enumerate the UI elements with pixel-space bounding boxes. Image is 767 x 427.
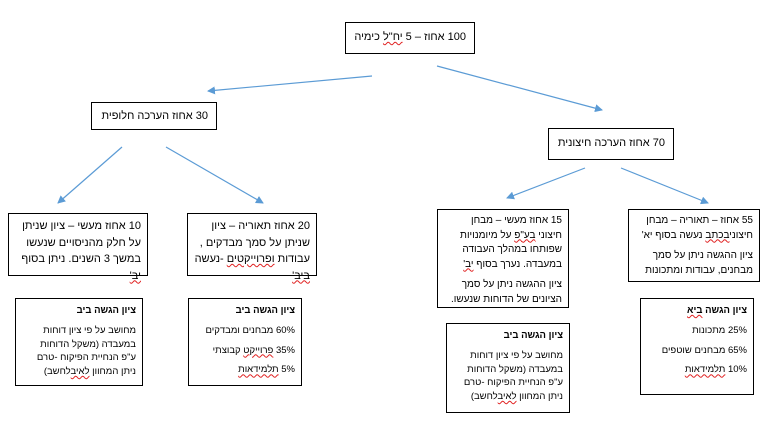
theory-external-line2a: חיצוני [729, 229, 753, 241]
grade-box-practical-external: ציון הגשה ביב מחושב על פי ציון דוחות במע… [446, 323, 570, 413]
theory-school-line4: ביב' [292, 269, 310, 282]
practical-external-line2c: על מיומנויות [460, 229, 515, 241]
arrow-right-to-practical [506, 167, 586, 200]
practical-external-line2a: חיצוני [535, 229, 562, 241]
practical-external-line3: שפותחו במהלך העבודה [462, 244, 562, 255]
root-text-post: כימיה [354, 31, 383, 43]
grade-box-1-line4b: לאיב [70, 366, 90, 378]
grade-box-4-line3a: 10% [725, 364, 747, 376]
theory-external-node: 55 אחוז – תאוריה – מבחן חיצוניבכתב נעשה … [628, 209, 760, 282]
practical-external-node: 15 אחוז מעשי – מבחן חיצוני בע"פ על מיומנ… [437, 209, 569, 308]
external-assessment-title: 70 אחוז הערכה חיצונית [557, 137, 665, 149]
theory-school-line3a: עבודות [274, 253, 310, 265]
grade-box-1-line2: במעבדה (משקל הדוחות [40, 338, 136, 350]
theory-school-node: 20 אחוז תאוריה – ציון שניתן על סמך מבדקי… [187, 213, 317, 282]
grade-box-4-line2: 65% מבחנים שוטפים [661, 344, 747, 356]
grade-box-2-title: ציון הגשה ביב [235, 305, 295, 316]
arrow-root-to-left [207, 75, 373, 95]
grade-box-1-line4c: לחשב) [43, 366, 71, 378]
grade-box-4-title-ul: ביא [687, 305, 703, 316]
grade-box-1-line4a: ניתן המחוון [89, 366, 136, 378]
grade-box-2-line1: 60% מבחנים ומבדקים [205, 324, 295, 336]
practical-school-line2: על חלק מהניסויים שנעשו [26, 236, 141, 249]
theory-school-line3c: -נעשה [194, 253, 227, 265]
grade-box-1-line1: מחושב על פי ציון דוחות [43, 324, 136, 336]
root-text-pre: 100 אחוז – 5 [402, 31, 466, 43]
grade-box-3-line3: ע"פ הנחיית הפיקוח -טרם [463, 377, 563, 389]
theory-school-line1: 20 אחוז תאוריה – ציון [211, 220, 310, 232]
alternative-assessment-node: 30 אחוז הערכה חלופית [91, 102, 217, 130]
grade-box-theory-school: ציון הגשה ביב 60% מבחנים ומבדקים 35% פרו… [188, 298, 302, 386]
root-text-units: יח"ל [382, 31, 403, 43]
grade-box-2-line3a: 5% [278, 364, 295, 376]
grade-box-1-line3: ע"פ הנחיית הפיקוח -טרם [36, 352, 136, 364]
practical-external-line5: ציון ההגשה ניתן על סמך [461, 279, 562, 290]
grade-box-practical-school: ציון הגשה ביב מחושב על פי ציון דוחות במע… [15, 298, 143, 386]
practical-external-line4b: יב' [463, 258, 474, 270]
practical-external-line4a: במעבדה. נערך בסוף [473, 258, 562, 270]
arrow-left-to-theory [165, 146, 264, 204]
practical-external-line1: 15 אחוז מעשי – מבחן [470, 215, 562, 226]
theory-external-line2c: נעשה בסוף יא' [641, 229, 706, 241]
grade-box-1-title: ציון הגשה ביב [76, 305, 136, 316]
grade-box-4-line3b: תלמידאות [684, 364, 726, 376]
grade-box-2-line2c: קבוצתי [212, 344, 244, 356]
grade-box-3-line4b: לאיב [497, 391, 517, 403]
grade-box-2-line2b: פרוייקט [243, 344, 274, 356]
practical-external-line2b: בע"פ [514, 229, 536, 241]
grade-box-3-line1: מחושב על פי ציון דוחות [470, 349, 563, 361]
grade-box-2-line2a: 35% [273, 344, 295, 356]
root-node: 100 אחוז – 5 יח"ל כימיה [345, 22, 475, 54]
arrow-root-to-right [436, 65, 603, 113]
grade-box-3-line4c: לחשב) [470, 391, 498, 403]
theory-school-line2: שניתן על סמך מבדקים , [199, 236, 310, 249]
grade-box-2-line3b: תלמידאות [238, 364, 279, 376]
grade-box-3-title: ציון הגשה ביב [503, 330, 563, 341]
arrow-left-to-practical [57, 146, 123, 204]
theory-external-line4: מבחנים, עבודות ומתכונות [645, 264, 753, 276]
grade-box-theory-external: ציון הגשה ביא 25% מתכונות 65% מבחנים שוט… [640, 298, 754, 395]
practical-school-line3: במשך 3 השנים. ניתן בסוף [21, 253, 141, 265]
practical-external-line6: הציונים של הדוחות שנעשו. [450, 293, 562, 305]
grade-box-3-line4a: ניתן המחוון [516, 391, 563, 403]
theory-external-line3: ציון ההגשה ניתן על סמך [652, 250, 753, 261]
theory-school-line3b: ופרוייקטים [226, 253, 275, 265]
grade-box-4-title-pre: ציון הגשה [702, 305, 747, 316]
practical-school-node: 10 אחוז מעשי – ציון שניתן על חלק מהניסוי… [8, 213, 148, 282]
grade-box-4-line1: 25% מתכונות [692, 324, 747, 336]
practical-school-line4: יב' [129, 269, 141, 282]
external-assessment-node: 70 אחוז הערכה חיצונית [548, 128, 674, 160]
theory-external-line2b: בכתב [705, 229, 730, 241]
arrow-right-to-theory [620, 167, 709, 205]
alternative-assessment-title: 30 אחוז הערכה חלופית [101, 110, 208, 122]
grade-box-3-line2: במעבדה (משקל הדוחות [467, 363, 563, 375]
theory-external-line1: 55 אחוז – תאוריה – מבחן [646, 215, 753, 226]
practical-school-line1: 10 אחוז מעשי – ציון שניתן [22, 220, 141, 232]
